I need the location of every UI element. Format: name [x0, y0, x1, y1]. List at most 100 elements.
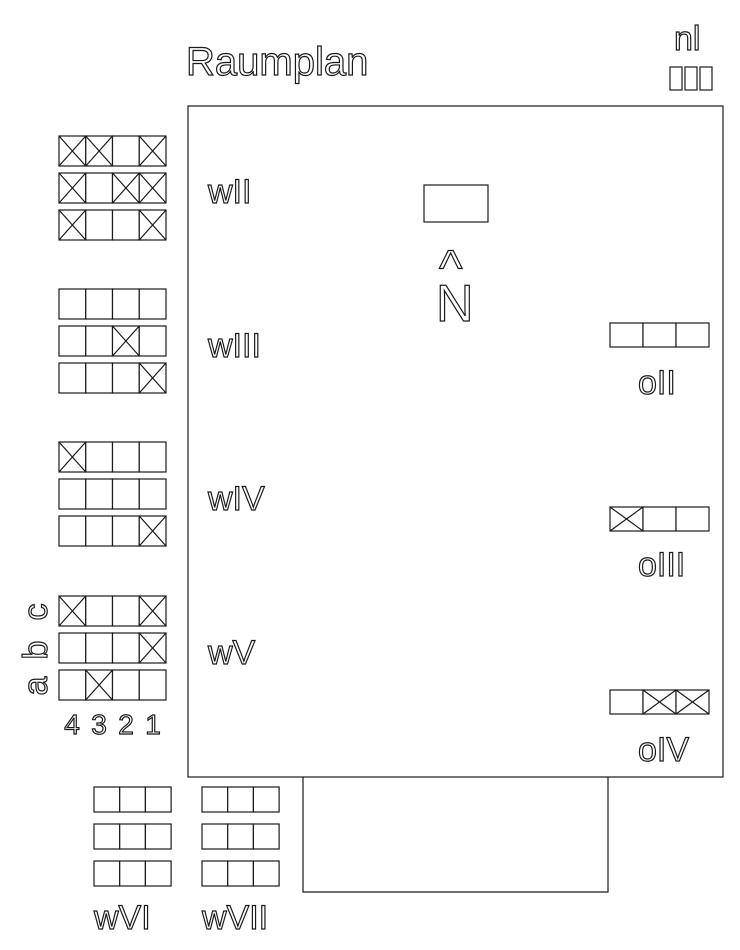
- seat-cell: [144, 823, 172, 850]
- seat-cell: [85, 209, 114, 241]
- seat-grids: [58, 135, 710, 887]
- north-arrow: ^: [439, 240, 463, 296]
- seat-cell: [675, 322, 710, 348]
- seat-cell: [58, 172, 87, 204]
- plan-title: Raumplan: [186, 40, 368, 84]
- cross-mark: [138, 135, 167, 167]
- cross-mark: [609, 506, 644, 532]
- seat-cell: [85, 362, 114, 394]
- seat-cell: [119, 786, 146, 813]
- east-grid-2: [609, 506, 710, 532]
- seat-cell: [58, 632, 87, 664]
- seat-cell: [85, 288, 114, 320]
- main-room: [187, 105, 724, 778]
- seat-cell: [138, 632, 167, 664]
- seat-cell: [252, 823, 280, 850]
- seat-cell: [138, 288, 167, 320]
- seat-cell: [111, 209, 140, 241]
- seat-cell: [111, 172, 140, 204]
- column-label-2: 2: [118, 709, 134, 740]
- seat-cell: [144, 786, 172, 813]
- south-grid-1: [93, 786, 172, 887]
- seat-cell: [111, 362, 140, 394]
- seat-cell: [111, 288, 140, 320]
- west-label-1: wII: [207, 173, 251, 211]
- seat-cell: [138, 515, 167, 547]
- seat-cell: [58, 288, 87, 320]
- seat-cell: [85, 595, 114, 627]
- seat-cell: [58, 325, 87, 357]
- east-label-3: oIV: [638, 731, 689, 769]
- cross-mark: [675, 689, 710, 715]
- seat-cell: [138, 325, 167, 357]
- seat-cell: [85, 669, 114, 701]
- seat-cell: [111, 478, 140, 510]
- seat-cell: [609, 506, 644, 532]
- seat-cell: [85, 478, 114, 510]
- seat-cell: [58, 515, 87, 547]
- seat-cell: [201, 860, 229, 887]
- south-grid-2: [201, 786, 280, 887]
- column-label-1: 1: [145, 709, 161, 740]
- cross-mark: [58, 135, 87, 167]
- seat-cell: [58, 478, 87, 510]
- seat-cell: [609, 322, 644, 348]
- south-label-1: wVI: [93, 899, 151, 937]
- seat-cell: [201, 823, 229, 850]
- seat-cell: [227, 786, 254, 813]
- column-label-4: 4: [64, 709, 80, 740]
- column-label-3: 3: [91, 709, 107, 740]
- cross-mark: [138, 632, 167, 664]
- seat-cell: [85, 632, 114, 664]
- north-marker-box: [423, 184, 489, 223]
- seat-cell: [111, 135, 140, 167]
- seat-cell: [93, 860, 121, 887]
- seat-cell: [252, 786, 280, 813]
- cross-mark: [138, 595, 167, 627]
- seat-cell: [85, 441, 114, 473]
- seat-cell: [58, 441, 87, 473]
- east-label-1: oII: [638, 364, 676, 402]
- cross-mark: [58, 441, 87, 473]
- seat-cell: [58, 209, 87, 241]
- seat-cell: [138, 595, 167, 627]
- east-grid-3: [609, 689, 710, 715]
- seat-cell: [85, 515, 114, 547]
- seat-cell: [138, 135, 167, 167]
- seat-cell: [642, 689, 677, 715]
- seat-cell: [58, 362, 87, 394]
- cross-mark: [58, 172, 87, 204]
- seat-cell: [138, 172, 167, 204]
- seat-cell: [675, 506, 710, 532]
- west-grid-3: [58, 441, 167, 547]
- seat-cell: [111, 441, 140, 473]
- seat-cell: [609, 689, 644, 715]
- seat-cell: [58, 595, 87, 627]
- west-label-2: wIII: [207, 327, 261, 365]
- seat-cell: [111, 595, 140, 627]
- row-label-b: b: [17, 641, 55, 660]
- seat-cell: [111, 325, 140, 357]
- cross-mark: [138, 209, 167, 241]
- cross-mark: [85, 669, 113, 701]
- cross-mark: [138, 362, 167, 394]
- corner-mini-grid: [669, 66, 713, 91]
- seat-cell: [119, 860, 146, 887]
- seat-cell: [111, 515, 140, 547]
- seat-cell: [138, 441, 167, 473]
- seat-cell: [93, 823, 121, 850]
- corner-label: nl: [674, 20, 700, 58]
- seat-cell: [138, 209, 167, 241]
- seat-cell: [675, 689, 710, 715]
- seat-cell: [144, 860, 172, 887]
- seat-cell: [642, 322, 677, 348]
- seat-cell: [58, 135, 87, 167]
- cross-mark: [138, 172, 167, 204]
- seat-cell: [227, 860, 254, 887]
- row-label-a: a: [17, 676, 55, 695]
- seat-cell: [138, 669, 167, 701]
- west-label-3: wIV: [207, 480, 265, 518]
- seat-cell: [138, 362, 167, 394]
- seat-cell: [111, 632, 140, 664]
- seat-cell: [58, 669, 87, 701]
